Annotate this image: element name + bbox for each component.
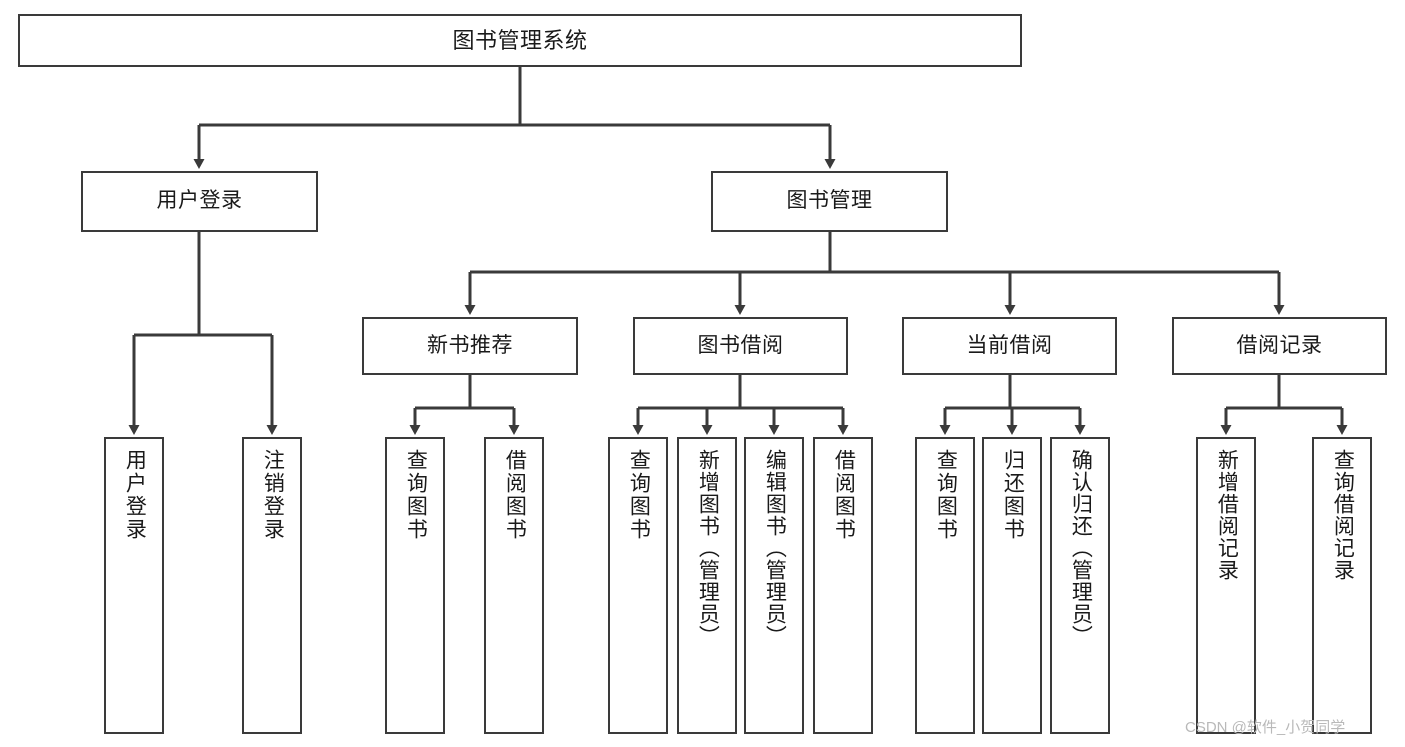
- leaf-book-borrow-edit-book-admin[interactable]: 编辑图书（管理员）: [744, 437, 804, 734]
- node-new-book-recommendation[interactable]: 新书推荐: [362, 317, 578, 375]
- leaf-user-login-login[interactable]: 用户登录: [104, 437, 164, 734]
- csdn-watermark: CSDN @软件_小贺同学: [1185, 719, 1346, 736]
- node-current-borrowing[interactable]: 当前借阅: [902, 317, 1117, 375]
- node-label: 借阅图书: [832, 449, 856, 541]
- node-label: 借阅图书: [503, 449, 527, 541]
- leaf-borrow-record-add-record[interactable]: 新增借阅记录: [1196, 437, 1256, 734]
- node-root-book-management-system[interactable]: 图书管理系统: [18, 14, 1022, 67]
- node-label: 确认归还（管理员）: [1069, 449, 1093, 647]
- node-label: 用户登录: [156, 189, 243, 213]
- leaf-user-login-logout[interactable]: 注销登录: [242, 437, 302, 734]
- node-label: 查询图书: [934, 449, 958, 541]
- node-label: 图书管理系统: [452, 27, 588, 53]
- node-label: 图书借阅: [697, 333, 784, 357]
- leaf-book-borrow-query-book[interactable]: 查询图书: [608, 437, 668, 734]
- leaf-new-book-borrow-book[interactable]: 借阅图书: [484, 437, 544, 734]
- leaf-new-book-query-book[interactable]: 查询图书: [385, 437, 445, 734]
- node-label: 注销登录: [261, 449, 285, 541]
- node-borrowing-record[interactable]: 借阅记录: [1172, 317, 1387, 375]
- node-label: 新增图书（管理员）: [696, 449, 720, 647]
- leaf-book-borrow-add-book-admin[interactable]: 新增图书（管理员）: [677, 437, 737, 734]
- leaf-current-borrow-query-book[interactable]: 查询图书: [915, 437, 975, 734]
- node-label: 借阅记录: [1236, 333, 1323, 357]
- node-label: 用户登录: [123, 449, 147, 541]
- leaf-current-borrow-confirm-return-admin[interactable]: 确认归还（管理员）: [1050, 437, 1110, 734]
- node-label: 图书管理: [786, 189, 873, 213]
- leaf-borrow-record-query-record[interactable]: 查询借阅记录: [1312, 437, 1372, 734]
- node-label: 新书推荐: [427, 333, 513, 357]
- node-label: 新增借阅记录: [1215, 449, 1239, 581]
- node-label: 查询借阅记录: [1331, 449, 1355, 581]
- node-label: 归还图书: [1001, 449, 1025, 541]
- node-label: 查询图书: [627, 449, 651, 541]
- node-book-management[interactable]: 图书管理: [711, 171, 948, 232]
- node-label: 编辑图书（管理员）: [763, 449, 787, 647]
- leaf-current-borrow-return-book[interactable]: 归还图书: [982, 437, 1042, 734]
- leaf-book-borrow-borrow-book[interactable]: 借阅图书: [813, 437, 873, 734]
- node-label: 查询图书: [404, 449, 428, 541]
- node-user-login[interactable]: 用户登录: [81, 171, 318, 232]
- node-book-borrowing[interactable]: 图书借阅: [633, 317, 848, 375]
- node-label: 当前借阅: [966, 333, 1053, 357]
